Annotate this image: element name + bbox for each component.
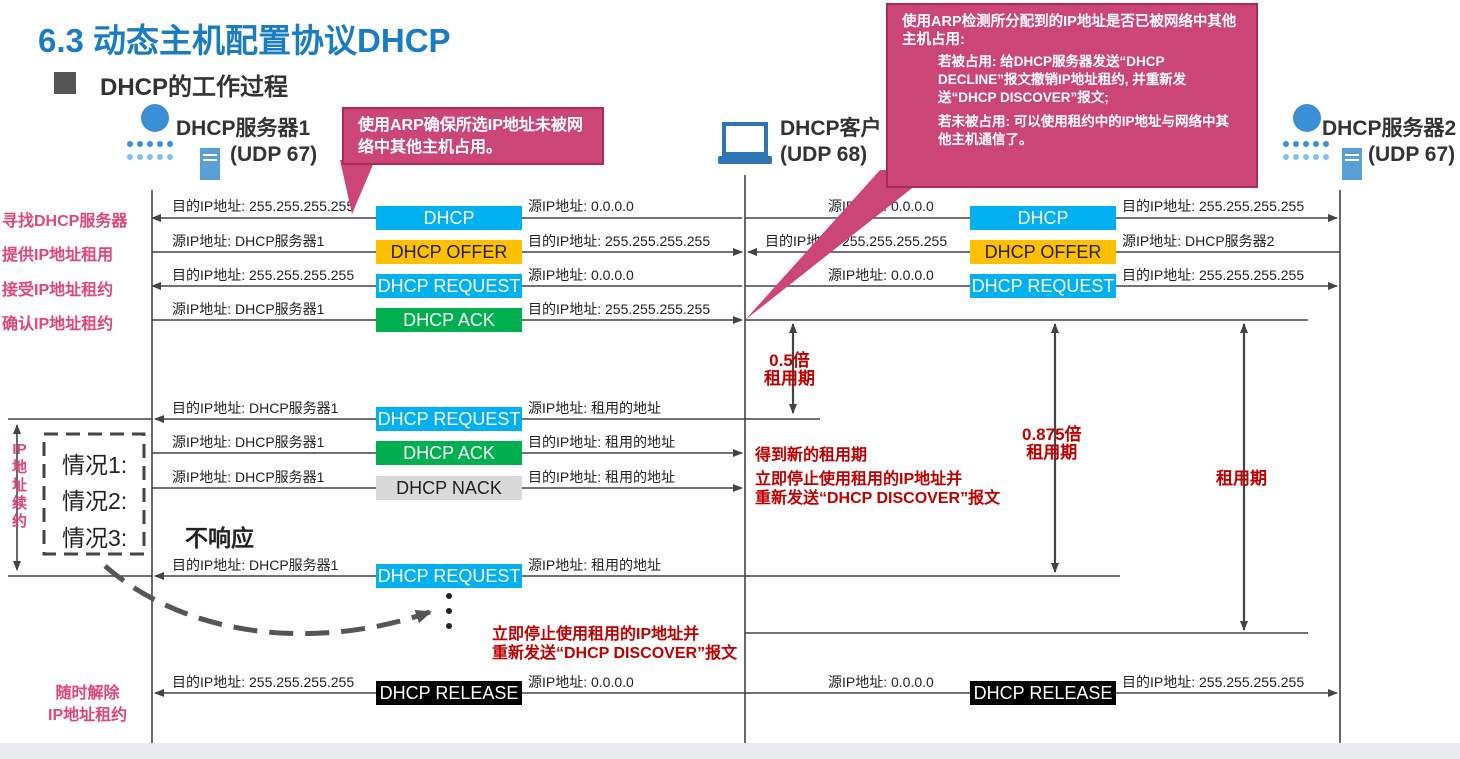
packet-ack: DHCP ACK bbox=[376, 308, 522, 332]
bubble1-tail bbox=[340, 160, 375, 214]
label-dst-broadcast: 目的IP地址: 255.255.255.255 bbox=[172, 198, 355, 214]
laptop-icon bbox=[718, 122, 772, 164]
page-title: 6.3 动态主机配置协议DHCP bbox=[38, 22, 451, 59]
server1-name: DHCP服务器1 bbox=[176, 117, 311, 140]
packet-offer: DHCP OFFER bbox=[376, 240, 522, 264]
case-1: 情况1: bbox=[62, 452, 128, 478]
packet-request-s2: DHCP REQUEST bbox=[970, 274, 1116, 298]
server1-icon bbox=[127, 104, 220, 180]
packet-offer-s2: DHCP OFFER bbox=[970, 240, 1116, 264]
label-dst-broadcast: 目的IP地址: 255.255.255.255 bbox=[528, 233, 711, 249]
server2-icon bbox=[1283, 104, 1362, 180]
packet-request: DHCP REQUEST bbox=[376, 274, 522, 298]
stop-note-2: 立即停止使用租用的IP地址并重新发送“DHCP DISCOVER”报文 bbox=[492, 626, 738, 662]
packet-release: DHCP RELEASE bbox=[376, 681, 522, 705]
packet-release-s2: DHCP RELEASE bbox=[970, 681, 1116, 705]
server1-port: (UDP 67) bbox=[230, 143, 318, 166]
label-src-zero: 源IP地址: 0.0.0.0 bbox=[528, 674, 634, 690]
server2-name: DHCP服务器2 bbox=[1322, 117, 1457, 140]
label-src-leased: 源IP地址: 租用的地址 bbox=[528, 557, 662, 573]
label-src-server1: 源IP地址: DHCP服务器1 bbox=[172, 301, 325, 317]
label-src-zero: 源IP地址: 0.0.0.0 bbox=[528, 198, 634, 214]
stop-note-1: 立即停止使用租用的IP地址并重新发送“DHCP DISCOVER”报文 bbox=[755, 471, 1001, 507]
label-dst-broadcast-s2: 目的IP地址: 255.255.255.255 bbox=[1122, 198, 1305, 214]
label-dst-server1: 目的IP地址: DHCP服务器1 bbox=[172, 400, 339, 416]
label-dst-broadcast-s2: 目的IP地址: 255.255.255.255 bbox=[765, 233, 948, 249]
client-name: DHCP客户 bbox=[780, 117, 882, 140]
client-port: (UDP 68) bbox=[780, 143, 868, 166]
packet-discover: DHCP DISCOVER bbox=[376, 206, 522, 252]
packet-nack: DHCP NACK bbox=[376, 476, 522, 500]
label-dst-broadcast: 目的IP地址: 255.255.255.255 bbox=[172, 267, 355, 283]
packet-discover-s2: DHCP DISCOVER bbox=[970, 206, 1116, 252]
arp-callout-1: 使用ARP确保所选IP地址未被网络中其他主机占用。 bbox=[342, 107, 604, 165]
new-lease-note: 得到新的租用期 bbox=[755, 447, 868, 464]
half-lease-note: 0.5倍租用期 bbox=[764, 351, 815, 388]
step-confirm: 确认IP地址租约 bbox=[2, 316, 114, 333]
subtitle-bullet bbox=[54, 72, 76, 94]
page-subtitle: DHCP的工作过程 bbox=[100, 74, 289, 101]
label-dst-leased: 目的IP地址: 租用的地址 bbox=[528, 469, 676, 485]
bubble2-tail bbox=[745, 170, 935, 320]
seven-eighths-lease-note: 0.875倍租用期 bbox=[1022, 425, 1082, 462]
label-src-zero-s2: 源IP地址: 0.0.0.0 bbox=[828, 674, 934, 690]
packet-request-renew: DHCP REQUEST bbox=[376, 407, 522, 431]
label-dst-broadcast: 目的IP地址: 255.255.255.255 bbox=[528, 301, 711, 317]
label-src-zero-s2: 源IP地址: 0.0.0.0 bbox=[828, 267, 934, 283]
server2-port: (UDP 67) bbox=[1368, 143, 1456, 166]
packet-ack-renew: DHCP ACK bbox=[376, 441, 522, 465]
label-src-server1: 源IP地址: DHCP服务器1 bbox=[172, 469, 325, 485]
step-offer: 提供IP地址租用 bbox=[2, 247, 114, 264]
label-src-server1: 源IP地址: DHCP服务器1 bbox=[172, 233, 325, 249]
case-2: 情况2: bbox=[62, 488, 128, 514]
step-accept: 接受IP地址租约 bbox=[2, 282, 114, 299]
packet-request-renew2: DHCP REQUEST bbox=[376, 564, 522, 588]
step-find-server: 寻找DHCP服务器 bbox=[2, 213, 128, 230]
label-dst-leased: 目的IP地址: 租用的地址 bbox=[528, 434, 676, 450]
case-3: 情况3: bbox=[62, 525, 128, 551]
label-dst-broadcast: 目的IP地址: 255.255.255.255 bbox=[172, 674, 355, 690]
footer-bar bbox=[0, 743, 1460, 759]
label-src-server1: 源IP地址: DHCP服务器1 bbox=[172, 434, 325, 450]
arp-callout-2: 使用ARP检测所分配到的IP地址是否已被网络中其他主机占用: 若被占用: 给DH… bbox=[886, 3, 1258, 188]
label-src-leased: 源IP地址: 租用的地址 bbox=[528, 400, 662, 416]
label-src-zero: 源IP地址: 0.0.0.0 bbox=[528, 267, 634, 283]
label-src-server2: 源IP地址: DHCP服务器2 bbox=[1122, 233, 1275, 249]
label-dst-server1: 目的IP地址: DHCP服务器1 bbox=[172, 557, 339, 573]
label-dst-broadcast-s2: 目的IP地址: 255.255.255.255 bbox=[1122, 267, 1305, 283]
lease-period-note: 租用期 bbox=[1216, 469, 1267, 488]
label-dst-broadcast-s2: 目的IP地址: 255.255.255.255 bbox=[1122, 674, 1305, 690]
no-response: 不响应 bbox=[185, 525, 254, 551]
